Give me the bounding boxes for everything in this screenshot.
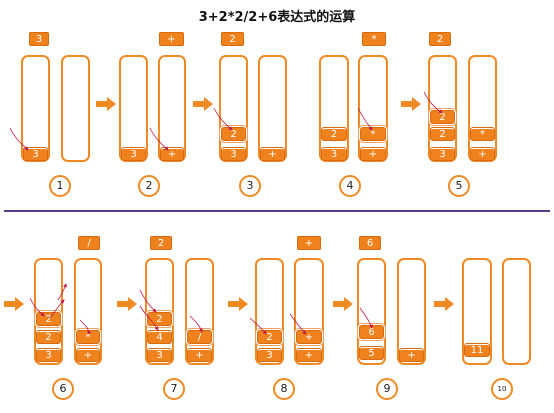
move-arrow — [189, 315, 203, 333]
step-9-right-cell-0: + — [399, 348, 424, 362]
step-8-token: + — [297, 236, 321, 250]
step-7-left-stack — [145, 258, 174, 365]
row-divider — [4, 210, 550, 212]
step-6-left-cell-0: 3 — [36, 348, 61, 362]
step-4-left-stack — [319, 55, 349, 162]
step-7-left-cell-0: 3 — [147, 348, 172, 362]
move-arrow — [213, 107, 233, 131]
move-arrow — [249, 317, 267, 335]
step-5-right-cell-0: + — [470, 147, 495, 161]
step-2-token: + — [159, 32, 184, 46]
move-arrow — [79, 319, 92, 335]
step-8-right-cell-0: + — [296, 348, 322, 362]
step-7-right-cell-0: + — [187, 348, 212, 362]
step-8-left-stack — [255, 258, 284, 365]
move-arrow — [289, 313, 307, 335]
step-5-token: 2 — [429, 32, 451, 46]
step-3-right-cell-0: + — [260, 147, 285, 161]
step-2-number: 2 — [138, 175, 160, 197]
step-4-right-cell-0: + — [360, 147, 386, 161]
step-7-token: 2 — [150, 236, 172, 250]
step-1-number: 1 — [49, 175, 71, 197]
step-4-token: * — [362, 32, 386, 46]
step-6-token: / — [78, 236, 100, 250]
step-8-left-cell-0: 3 — [257, 348, 282, 362]
step-6-right-stack — [74, 258, 102, 365]
step-5-left-cell-1: 2 — [430, 127, 455, 141]
step-6-right-cell-0: + — [76, 348, 100, 362]
step-8-number: 8 — [273, 378, 295, 400]
step-4-right-stack — [358, 55, 388, 162]
move-arrow — [423, 91, 443, 114]
step-5-right-cell-1: * — [470, 127, 495, 141]
step-4-right-cell-1: * — [360, 127, 386, 141]
move-arrow — [29, 297, 45, 317]
step-5-right-stack — [468, 55, 497, 162]
step-1-left-cell-0: 3 — [23, 147, 48, 161]
step-4-left-cell-0: 3 — [321, 147, 347, 161]
diagram-title: 3+2*2/2+6表达式的运算 — [198, 10, 356, 25]
step-7-number: 7 — [163, 378, 185, 400]
step-9-token: 6 — [359, 236, 381, 250]
move-arrow — [49, 299, 65, 319]
step-10-number: 10 — [491, 378, 513, 400]
step-10-right-stack — [502, 258, 531, 365]
step-arrow-icon — [193, 97, 213, 111]
step-3-left-stack — [219, 55, 248, 162]
step-arrow-icon — [401, 97, 421, 111]
move-arrow — [149, 127, 169, 151]
step-1-left-stack — [21, 55, 50, 162]
step-5-left-stack — [428, 55, 457, 162]
step-10-left-cell-0: 11 — [464, 343, 490, 357]
move-arrow — [9, 127, 29, 151]
step-3-token: 2 — [221, 32, 244, 46]
move-arrow — [139, 305, 159, 331]
step-2-left-cell-0: 3 — [121, 147, 146, 161]
step-2-left-stack — [119, 55, 148, 162]
step-5-number: 5 — [448, 175, 470, 197]
step-3-left-cell-0: 3 — [221, 147, 246, 161]
step-4-left-cell-1: 2 — [321, 127, 347, 141]
move-arrow — [357, 107, 373, 131]
step-9-left-cell-0: 5 — [359, 346, 384, 360]
step-3-left-cell-1: 2 — [221, 127, 246, 141]
step-arrow-icon — [333, 297, 353, 311]
step-arrow-icon — [228, 297, 248, 311]
step-arrow-icon — [96, 97, 116, 111]
step-5-left-cell-0: 3 — [430, 147, 455, 161]
step-6-number: 6 — [52, 378, 74, 400]
step-4-number: 4 — [339, 175, 361, 197]
step-9-right-stack — [397, 258, 426, 365]
step-3-right-stack — [258, 55, 287, 162]
step-8-right-stack — [294, 258, 324, 365]
move-arrow — [359, 307, 373, 329]
step-3-number: 3 — [239, 175, 261, 197]
step-7-left-cell-1: 4 — [147, 330, 172, 344]
step-arrow-icon — [434, 297, 454, 311]
step-7-left-cell-2: 2 — [147, 312, 172, 326]
step-7-right-stack — [185, 258, 214, 365]
step-1-right-stack — [61, 55, 90, 162]
move-arrow — [57, 283, 67, 301]
step-arrow-icon — [4, 297, 24, 311]
step-1-token: 3 — [29, 32, 49, 46]
step-9-number: 9 — [376, 378, 398, 400]
step-arrow-icon — [117, 297, 137, 311]
move-arrow — [139, 289, 157, 313]
step-2-right-stack — [158, 55, 186, 162]
step-6-left-cell-1: 2 — [36, 330, 61, 344]
